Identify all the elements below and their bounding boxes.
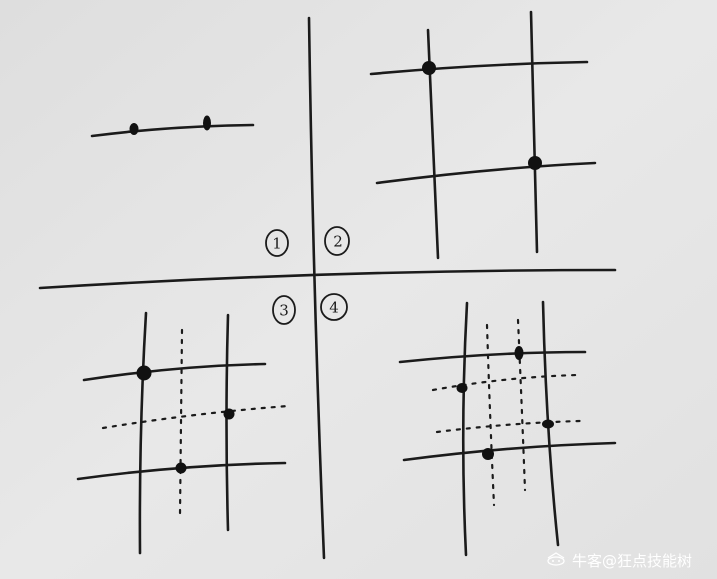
q4-line	[398, 350, 587, 364]
watermark: 牛客@狂点技能树	[547, 552, 692, 570]
q2-line	[369, 60, 589, 76]
q4-line	[402, 441, 617, 462]
q3-dashed-line	[101, 404, 290, 430]
q3-line	[225, 313, 230, 532]
quadrant-2-label: 2	[333, 233, 343, 251]
quadrant-1-badge: 1	[265, 229, 289, 257]
quadrant-3-sketch	[76, 311, 290, 555]
q3-dashed-line	[178, 328, 184, 517]
quadrant-1-sketch	[90, 115, 255, 138]
q2-line	[375, 161, 597, 185]
q2-line	[529, 10, 539, 254]
q2-point	[528, 156, 542, 170]
quadrant-1-label: 1	[272, 235, 282, 253]
q4-dashed-line	[435, 419, 582, 434]
q1-line	[90, 123, 255, 138]
quadrant-3-label: 3	[279, 302, 289, 320]
q4-dashed-line	[485, 323, 496, 507]
horizontal-divider	[38, 268, 617, 290]
q3-point	[136, 365, 152, 381]
q3-line	[138, 311, 148, 555]
q4-dashed-line	[516, 318, 527, 492]
q4-line	[461, 301, 469, 557]
vertical-divider	[307, 16, 326, 560]
q3-point	[175, 462, 187, 474]
quadrant-4-sketch	[398, 300, 617, 557]
quadrant-3-badge: 3	[272, 295, 296, 325]
watermark-text: 牛客@狂点技能树	[572, 552, 692, 570]
quadrant-2-sketch	[369, 10, 597, 260]
q4-point	[542, 419, 554, 429]
main-axes	[38, 16, 617, 560]
q4-point	[482, 448, 494, 460]
q1-point	[129, 123, 139, 135]
q4-point	[456, 383, 468, 393]
quadrant-badges: 1 2 3 4	[265, 226, 350, 325]
q1-point	[203, 115, 211, 131]
quadrant-4-badge: 4	[320, 293, 348, 321]
q4-point	[514, 346, 524, 360]
q4-dashed-line	[431, 373, 580, 392]
q2-point	[422, 61, 436, 75]
quadrant-4-label: 4	[329, 299, 339, 317]
q3-point	[223, 408, 235, 420]
watermark-logo-icon	[547, 552, 565, 566]
quadrant-2-badge: 2	[324, 226, 350, 256]
q3-line	[82, 362, 267, 382]
